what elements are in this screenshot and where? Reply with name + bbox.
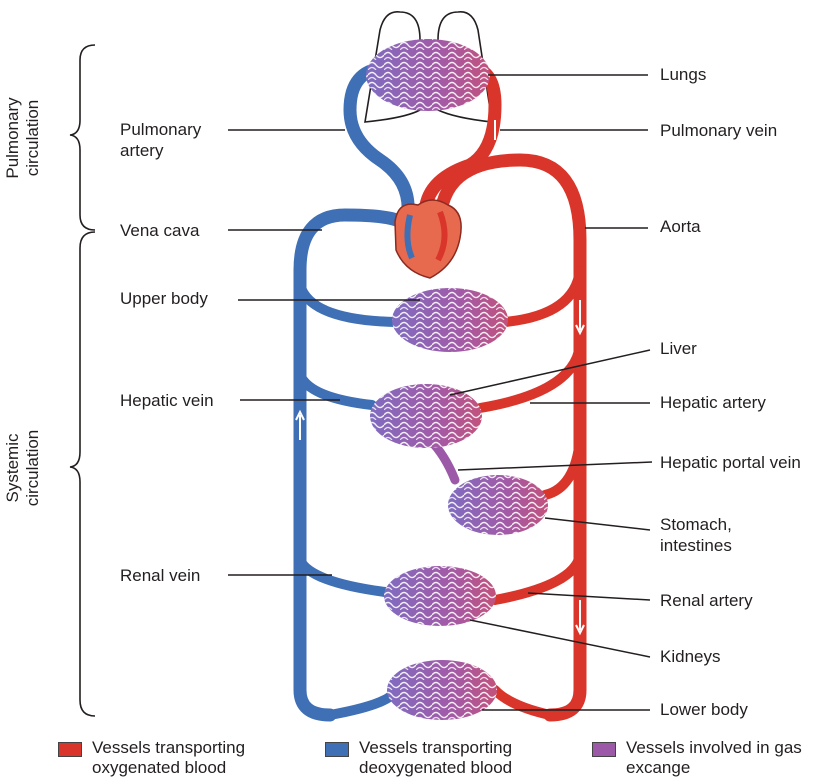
legend-deoxygenated-text: Vessels transporting deoxygenated blood (359, 738, 564, 778)
systemic-circulation-label: Systemic circulation (3, 413, 43, 523)
legend-gas-exchange-text: Vessels involved in gas excange (626, 738, 831, 778)
liver-label: Liver (660, 338, 697, 359)
pulmonary-circulation-label: Pulmonary circulation (3, 83, 43, 193)
renal-artery-label: Renal artery (660, 590, 753, 611)
legend-oxygenated-text: Vessels transporting oxygenated blood (92, 738, 292, 778)
kidneys-label: Kidneys (660, 646, 720, 667)
legend-gas-exchange: Vessels involved in gas excange (592, 738, 831, 778)
renal-vein-label: Renal vein (120, 565, 200, 586)
lungs-label: Lungs (660, 64, 706, 85)
systemic-brace (70, 232, 95, 716)
pulmonary-brace (70, 45, 95, 230)
vena-cava-label: Vena cava (120, 220, 199, 241)
deoxygenated-swatch (325, 742, 349, 757)
oxygenated-swatch (58, 742, 82, 757)
lower-body-label: Lower body (660, 699, 748, 720)
pulmonary-vein-label: Pulmonary vein (660, 120, 777, 141)
pulmonary-artery-label: Pulmonary artery (120, 119, 260, 161)
hepatic-vein-label: Hepatic vein (120, 390, 214, 411)
aorta-label: Aorta (660, 216, 701, 237)
hepatic-portal-vein-label: Hepatic portal vein (660, 452, 801, 473)
upper-body-label: Upper body (120, 288, 208, 309)
gas-exchange-swatch (592, 742, 616, 757)
hepatic-artery-label: Hepatic artery (660, 392, 766, 413)
legend-deoxygenated: Vessels transporting deoxygenated blood (325, 738, 564, 778)
stomach-intestines-label: Stomach, intestines (660, 514, 800, 556)
heart (395, 200, 461, 278)
legend-oxygenated: Vessels transporting oxygenated blood (58, 738, 292, 778)
